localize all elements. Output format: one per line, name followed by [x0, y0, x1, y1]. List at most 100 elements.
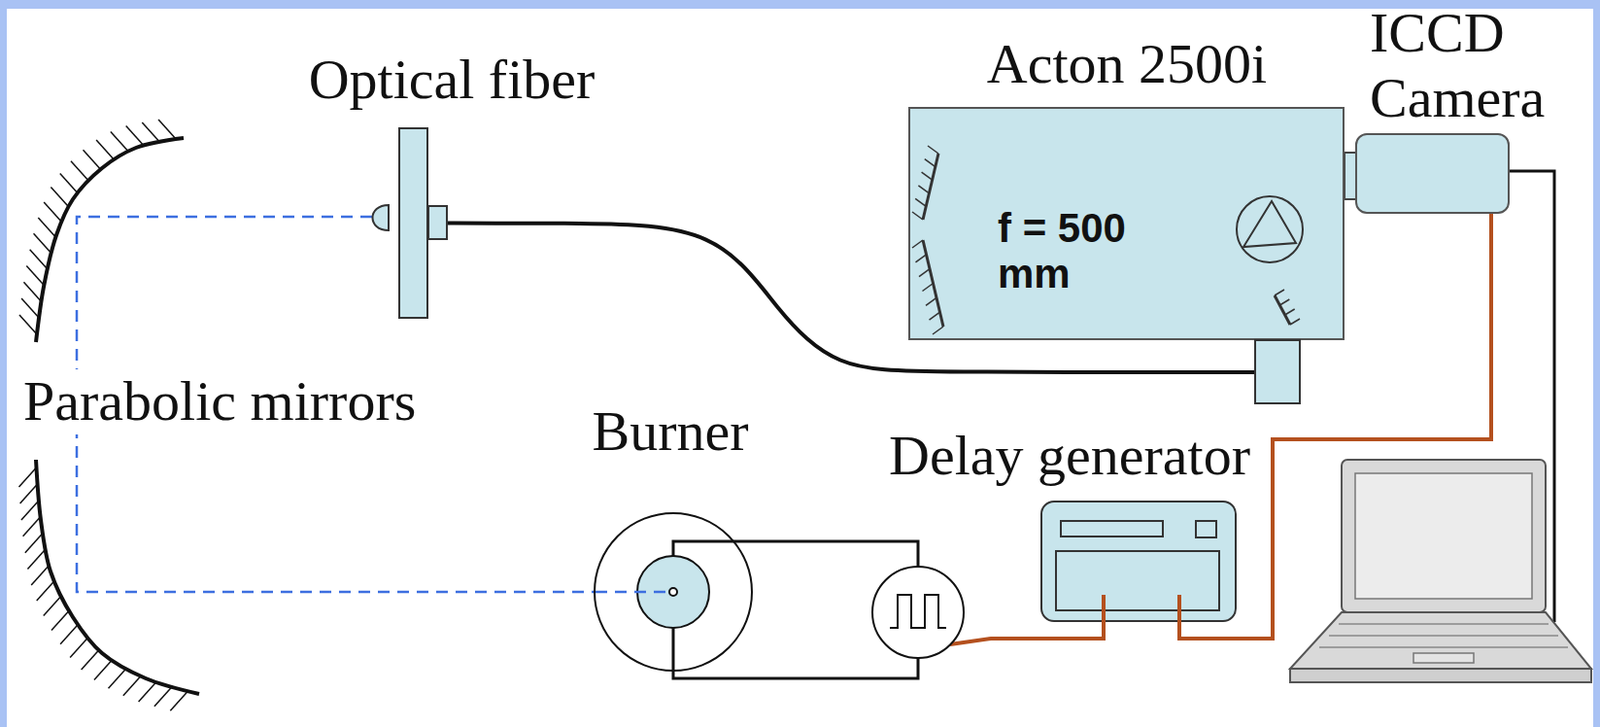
- grating-triangle: [1243, 201, 1296, 247]
- mirror-hatch: [18, 467, 36, 487]
- page-ground: [6, 8, 1594, 727]
- part-label: ICCD Camera: [1369, 0, 1565, 131]
- spectrometer-mirror-hatch: [1279, 299, 1290, 306]
- part-label: Burner: [591, 399, 749, 465]
- mirror-hatch: [110, 132, 129, 152]
- mirror-hatch: [94, 660, 112, 681]
- mirror-hatch: [154, 686, 172, 707]
- spectrometer-mirror: [922, 153, 939, 220]
- burner-wire: [673, 541, 919, 679]
- mirror-hatch: [43, 202, 62, 222]
- mirror-hatch: [20, 483, 38, 504]
- mirror-hatch: [70, 161, 89, 181]
- mirror-hatch: [96, 139, 114, 160]
- mirror-hatch: [43, 596, 62, 616]
- spectrometer-mirror-hatch: [925, 297, 937, 306]
- spectrometer-mirror-hatch: [1274, 289, 1285, 296]
- mirror-hatch: [60, 172, 78, 193]
- spectrometer-mirror-hatch: [919, 269, 930, 277]
- mirror-hatch: [27, 548, 45, 569]
- laptop-icon: [1290, 459, 1592, 682]
- part-label: Delay generator: [888, 423, 1251, 489]
- spectrometer-mirror-hatch: [1285, 308, 1295, 315]
- spectrometer-mirror-hatch: [921, 171, 933, 180]
- spectrometer-mirror-hatch: [932, 326, 944, 335]
- delay-generator-box: Delay generator: [1040, 500, 1237, 622]
- laptop-edge: [1290, 668, 1592, 682]
- laptop-base: [1290, 612, 1592, 669]
- pulse-source: [872, 566, 964, 658]
- spectrometer-mirror-hatch: [916, 254, 927, 263]
- spectrometer-mirror-hatch: [929, 311, 941, 320]
- mirror-hatch: [158, 119, 176, 139]
- pulse-symbol: [889, 594, 947, 628]
- spectrometer-mirror-hatch: [918, 185, 929, 194]
- fiber-connector: [428, 205, 447, 239]
- spectrometer-mirror-hatch: [924, 159, 936, 168]
- spectrometer-mirror-hatch: [922, 283, 934, 292]
- mirror-hatch: [31, 565, 49, 585]
- mirror-hatch: [69, 638, 88, 658]
- mirror-hatch: [21, 500, 39, 520]
- mirror-hatch: [25, 533, 43, 553]
- mirror-hatch: [19, 314, 37, 335]
- spectrometer-mirror: [1274, 295, 1291, 325]
- flame-point: [669, 587, 678, 596]
- spectrometer-mirror: [922, 239, 944, 327]
- laptop-keys: [1319, 623, 1568, 647]
- mirror-hatch: [60, 624, 78, 645]
- burner-circle: Burner: [593, 511, 753, 672]
- mirror-hatch: [26, 265, 44, 285]
- output-panel: [1055, 550, 1220, 611]
- output-lead: [1103, 594, 1180, 622]
- laptop-touchpad: [1413, 652, 1474, 663]
- fiber-lens: [373, 204, 390, 231]
- mirror-hatch: [36, 580, 55, 601]
- mirror-hatch: [123, 676, 141, 696]
- laptop-lid: [1341, 459, 1546, 613]
- mirror-hatch: [50, 187, 69, 207]
- camera-box: ICCD Camera: [1355, 133, 1510, 214]
- focal-length: f = 500 mm: [997, 204, 1173, 297]
- part-label: Acton 2500i: [987, 32, 1267, 98]
- mirror-hatch: [34, 233, 52, 253]
- light-beam: [595, 590, 671, 594]
- fiber-holder: Optical fiber: [398, 127, 429, 319]
- mirror-hatch: [170, 690, 188, 711]
- spectrometer-mirror-hatch: [1290, 318, 1300, 325]
- mirror-hatch: [21, 298, 39, 318]
- laptop-screen: [1355, 473, 1532, 599]
- mirror-surface: [35, 459, 200, 694]
- spectrometer-box: Acton 2500if = 500 mm: [908, 106, 1345, 341]
- mirror-hatch: [141, 122, 160, 142]
- mirror-hatch: [81, 649, 100, 670]
- grating-turret: [1236, 196, 1303, 263]
- mirror-surface: [35, 137, 184, 342]
- display-slot: [1060, 520, 1163, 537]
- mirror-hatch: [51, 610, 69, 630]
- part-label: Optical fiber: [308, 47, 596, 113]
- mirror-hatch: [37, 217, 56, 238]
- burner-core: [637, 555, 710, 628]
- part-label: Parabolic mirrors: [20, 369, 419, 435]
- mirror-hatch: [83, 149, 102, 170]
- spectrometer-mirror-hatch: [927, 145, 939, 154]
- mirror-hatch: [126, 126, 144, 146]
- trigger-cable: [950, 621, 1104, 645]
- power-button: [1195, 520, 1217, 538]
- mirror-hatch: [30, 249, 48, 270]
- spectrometer-mirror-hatch: [912, 211, 923, 220]
- mirror-hatch: [23, 516, 41, 537]
- mirror-hatch: [138, 681, 157, 702]
- spectrometer-mirror-hatch: [912, 239, 923, 248]
- spectrometer-mirror-hatch: [915, 198, 926, 206]
- mirror-hatch: [108, 668, 127, 688]
